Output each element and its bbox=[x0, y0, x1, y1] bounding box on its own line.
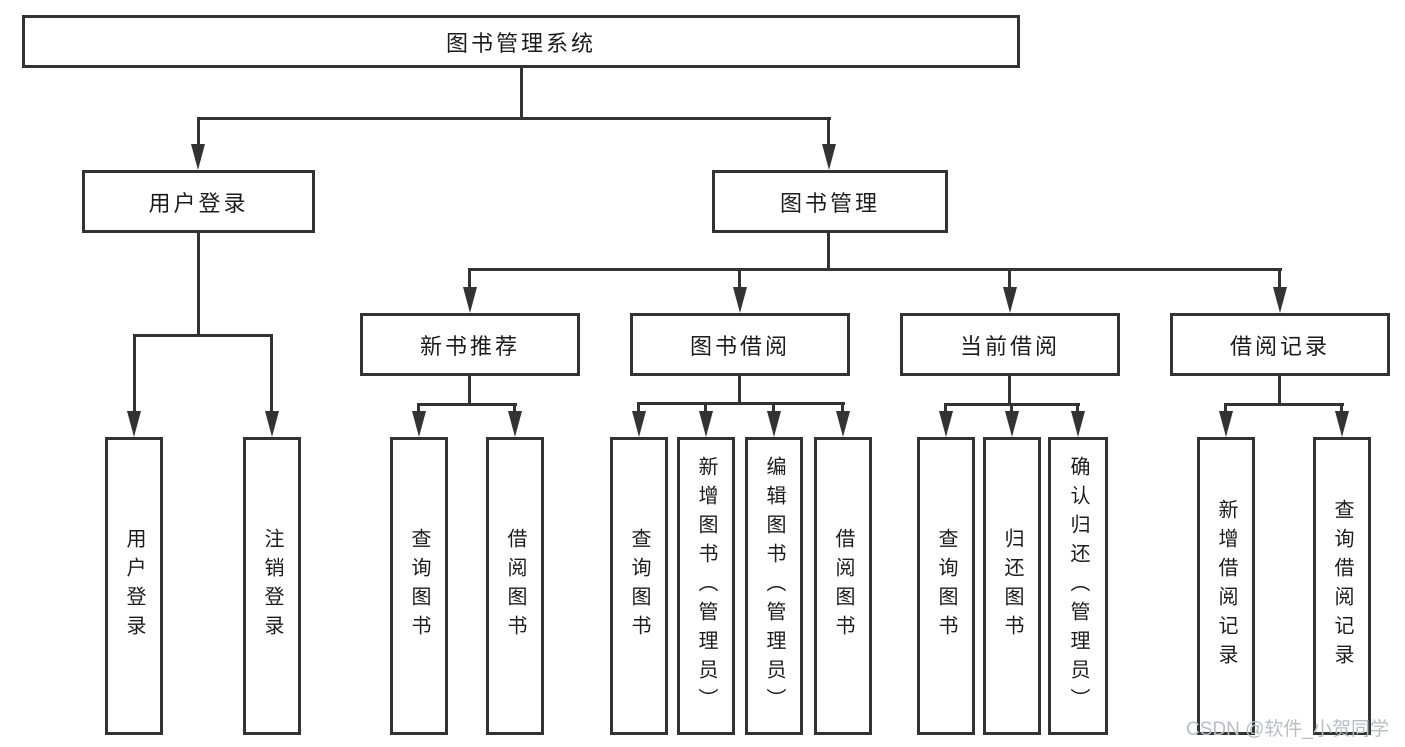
leaf-query-borrow-record: 查询借阅记录 bbox=[1313, 437, 1371, 735]
leaf-borrow-books-2: 借阅图书 bbox=[814, 437, 872, 735]
node-root: 图书管理系统 bbox=[22, 15, 1020, 68]
node-book-management-label: 图书管理 bbox=[779, 190, 880, 216]
node-book-management: 图书管理 bbox=[712, 170, 948, 233]
node-current-borrowing: 当前借阅 bbox=[900, 313, 1120, 376]
node-borrowing-records-label: 借阅记录 bbox=[1229, 333, 1330, 359]
arrow-down-icon bbox=[822, 144, 836, 170]
leaf-borrow-books-1: 借阅图书 bbox=[486, 437, 544, 735]
arrow-down-icon bbox=[1005, 411, 1019, 437]
connector-user-leaves-hline bbox=[133, 334, 273, 337]
connector-leaf-drop bbox=[637, 402, 640, 417]
node-current-borrowing-label: 当前借阅 bbox=[959, 333, 1060, 359]
node-new-book-recommend-label: 新书推荐 bbox=[419, 333, 520, 359]
leaf-add-borrow-record-label: 新增借阅记录 bbox=[1215, 499, 1237, 673]
arrow-down-icon bbox=[767, 411, 781, 437]
leaf-confirm-return-admin: 确认归还（管理员） bbox=[1048, 437, 1108, 735]
leaf-return-books: 归还图书 bbox=[983, 437, 1041, 735]
leaf-query-books-1: 查询图书 bbox=[390, 437, 448, 735]
leaf-add-books-admin-label: 新增图书（管理员） bbox=[695, 455, 717, 717]
connector-level2-hline bbox=[197, 117, 831, 120]
connector-user-login-stem bbox=[197, 232, 200, 337]
leaf-query-books-2-label: 查询图书 bbox=[628, 528, 650, 644]
connector-leaf-drop bbox=[772, 402, 775, 417]
connector-leaf-drop bbox=[513, 403, 516, 417]
connector-leaf-drop bbox=[841, 402, 844, 417]
connector-leaf-drop bbox=[133, 334, 136, 418]
arrow-down-icon bbox=[1071, 411, 1085, 437]
leaf-borrow-books-1-label: 借阅图书 bbox=[504, 528, 526, 644]
connector-leaf-drop bbox=[1010, 403, 1013, 417]
node-user-login-label: 用户登录 bbox=[148, 190, 249, 216]
arrow-down-icon bbox=[1335, 411, 1349, 437]
connector-leaf-drop bbox=[270, 334, 273, 418]
connector-leaf-drop bbox=[1224, 403, 1227, 417]
arrow-down-icon bbox=[1273, 287, 1287, 313]
leaf-edit-books-admin: 编辑图书（管理员） bbox=[745, 437, 803, 735]
leaf-user-login-label: 用户登录 bbox=[123, 528, 145, 644]
arrow-down-icon bbox=[699, 411, 713, 437]
leaf-edit-books-admin-label: 编辑图书（管理员） bbox=[763, 455, 785, 717]
leaf-query-books-2: 查询图书 bbox=[610, 437, 668, 735]
node-user-login: 用户登录 bbox=[82, 170, 315, 233]
connector-level3-hline bbox=[468, 268, 1282, 271]
connector-new-book-stem bbox=[468, 376, 471, 406]
connector-book-mgmt-stem bbox=[827, 232, 830, 270]
arrow-down-icon bbox=[632, 411, 646, 437]
watermark: CSDN @软件_小贺同学 bbox=[1186, 719, 1389, 740]
connector-leaf-drop bbox=[704, 402, 707, 417]
arrow-down-icon bbox=[265, 411, 279, 437]
leaf-query-books-3: 查询图书 bbox=[917, 437, 975, 735]
arrow-down-icon bbox=[1219, 411, 1233, 437]
connector-current-borrow-stem bbox=[1008, 376, 1011, 406]
connector-root-stem bbox=[520, 67, 523, 119]
leaf-logout-label: 注销登录 bbox=[261, 528, 283, 644]
arrow-down-icon bbox=[939, 411, 953, 437]
connector-book-borrow-hline bbox=[637, 402, 845, 405]
connector-borrow-record-stem bbox=[1278, 376, 1281, 406]
node-new-book-recommend: 新书推荐 bbox=[360, 313, 580, 376]
node-root-label: 图书管理系统 bbox=[445, 30, 596, 56]
connector-l3-drop bbox=[1278, 268, 1281, 293]
node-borrowing-records: 借阅记录 bbox=[1170, 313, 1390, 376]
leaf-borrow-books-2-label: 借阅图书 bbox=[832, 528, 854, 644]
arrow-down-icon bbox=[127, 411, 141, 437]
connector-borrow-record-hline bbox=[1224, 403, 1344, 406]
connector-leaf-drop bbox=[417, 403, 420, 417]
connector-l3-drop bbox=[1008, 268, 1011, 293]
arrow-down-icon bbox=[836, 411, 850, 437]
arrow-down-icon bbox=[1003, 287, 1017, 313]
node-book-borrowing-label: 图书借阅 bbox=[689, 333, 790, 359]
leaf-confirm-return-admin-label: 确认归还（管理员） bbox=[1067, 455, 1089, 717]
connector-l3-drop bbox=[738, 268, 741, 293]
leaf-user-login: 用户登录 bbox=[105, 437, 163, 735]
leaf-add-borrow-record: 新增借阅记录 bbox=[1197, 437, 1255, 735]
connector-leaf-drop bbox=[1340, 403, 1343, 417]
leaf-query-books-3-label: 查询图书 bbox=[935, 528, 957, 644]
arrow-down-icon bbox=[463, 287, 477, 313]
leaf-logout: 注销登录 bbox=[243, 437, 301, 735]
leaf-return-books-label: 归还图书 bbox=[1001, 528, 1023, 644]
leaf-add-books-admin: 新增图书（管理员） bbox=[677, 437, 735, 735]
arrow-down-icon bbox=[412, 411, 426, 437]
connector-leaf-drop bbox=[1076, 403, 1079, 417]
arrow-down-icon bbox=[733, 287, 747, 313]
node-book-borrowing: 图书借阅 bbox=[630, 313, 850, 376]
connector-l3-drop bbox=[468, 268, 471, 293]
leaf-query-books-1-label: 查询图书 bbox=[408, 528, 430, 644]
arrow-down-icon bbox=[508, 411, 522, 437]
connector-leaf-drop bbox=[944, 403, 947, 417]
connector-new-book-hline bbox=[417, 403, 517, 406]
connector-user-login-drop bbox=[197, 117, 200, 150]
leaf-query-borrow-record-label: 查询借阅记录 bbox=[1331, 499, 1353, 673]
connector-book-mgmt-drop bbox=[827, 117, 830, 150]
connector-book-borrow-stem bbox=[738, 376, 741, 405]
arrow-down-icon bbox=[191, 144, 205, 170]
